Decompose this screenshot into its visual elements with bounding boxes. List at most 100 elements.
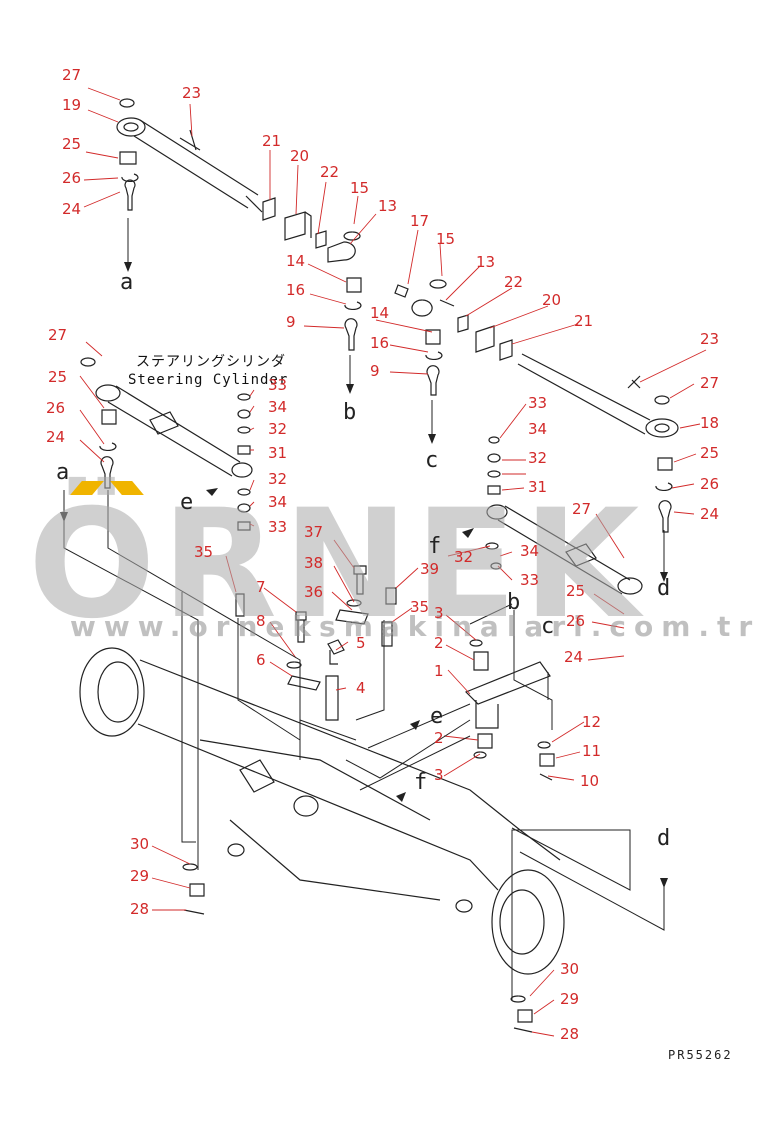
seal-15-right [429,279,447,289]
callout-label: 19 [62,96,82,114]
front-axle [79,647,565,975]
elbow-5 [327,639,345,665]
ball-stud-24-cyl-left [100,456,114,489]
callout-label: 9 [286,313,296,331]
callout-label: 9 [370,362,380,380]
reference-letter: d [657,826,671,851]
callout-label: 31 [528,478,548,496]
reference-letter: f [414,770,428,795]
callout-label: 35 [410,598,430,616]
washer-stack-left [237,393,251,531]
callout-label: 28 [560,1025,580,1043]
callout-label: 13 [378,197,398,215]
reference-letter: c [425,448,439,473]
watermark-brand: ÖRNEK [28,478,646,652]
nut-29-left [189,883,205,897]
tie-rod-right [517,353,679,438]
snap-ring-26-cyl-left [99,442,117,452]
callout-label: 34 [268,493,288,511]
washer-30-left [182,863,198,871]
callout-label: 38 [304,554,324,572]
leader-lines [79,87,707,1037]
callout-label: 34 [528,420,548,438]
callout-label: 10 [580,772,600,790]
callout-label: 25 [566,582,586,600]
steering-arm-1 [464,661,551,729]
reference-letter: f [428,534,442,559]
callout-label: 3 [434,604,444,622]
callout-label: 31 [268,444,288,462]
callout-label: 33 [520,571,540,589]
fitting-39 [385,587,397,605]
callout-label: 22 [320,163,340,181]
drawing-code: PR55262 [668,1048,733,1062]
callout-label: 34 [520,542,540,560]
callout-label: 32 [454,548,474,566]
socket-13-right [411,299,455,317]
callout-label: 24 [46,428,66,446]
washer-30-right [510,995,526,1003]
nut-22-right [457,314,469,333]
steering-cylinder-right [486,504,643,595]
callout-label: 25 [62,135,82,153]
callout-label: 27 [62,66,82,84]
seal-15-left [343,231,361,241]
callout-label: 24 [564,648,584,666]
washer-12 [537,741,551,749]
plate-36 [335,609,369,625]
callout-label: 30 [560,960,580,978]
callout-label: 39 [420,560,440,578]
callout-label: 15 [436,230,456,248]
pin-28-right [513,1027,533,1033]
callout-label: 24 [62,200,82,218]
bushing-2-bot [477,733,493,749]
grease-17 [394,284,409,298]
reference-letter: a [56,460,70,485]
callout-label: 35 [194,543,214,561]
snap-ring-16-right [425,351,443,361]
callout-label: 14 [370,304,390,322]
callout-label: 33 [268,376,288,394]
callout-label: 12 [582,713,602,731]
ball-stud-24-top [124,179,136,211]
watermark-url: www.orneksmakinalari.com.tr [70,610,761,643]
sleeve-20-left [284,211,312,241]
snap-ring-26-right [655,482,673,492]
pin-35-right [381,621,393,647]
tie-rod-left [116,117,263,213]
bolt-35-left [235,593,245,617]
callout-label: 21 [262,132,282,150]
pin-28-left [183,909,205,915]
callout-label: 11 [582,742,602,760]
callout-label: 34 [268,398,288,416]
steering-cylinder-left [95,384,253,478]
washer-3-top [469,639,483,647]
washer-stack-right [485,436,502,570]
reference-letter: b [343,400,357,425]
callout-label: 27 [700,374,720,392]
callout-label: 25 [48,368,68,386]
nut-25-top [119,151,137,165]
callout-label: 32 [528,449,548,467]
arrow-heads [60,262,668,888]
callout-label: 30 [130,835,150,853]
plate-6 [287,675,321,691]
callout-label: 20 [542,291,562,309]
callout-label: 16 [286,281,306,299]
nut-14-right [425,329,441,345]
callout-label: 7 [256,578,266,596]
callout-label: 3 [434,766,444,784]
pin-10 [539,773,553,781]
callout-label: 27 [572,500,592,518]
callout-label: 16 [370,334,390,352]
reference-letter: e [180,490,194,515]
callout-label: 26 [566,612,586,630]
bolt-37 [353,565,367,595]
caption-japanese: ステアリングシリンダ [136,354,286,370]
sleeve-20-right [475,325,495,353]
nut-11 [539,753,555,767]
reference-letter: a [120,270,134,295]
callout-label: 29 [130,867,150,885]
callout-label: 23 [182,84,202,102]
